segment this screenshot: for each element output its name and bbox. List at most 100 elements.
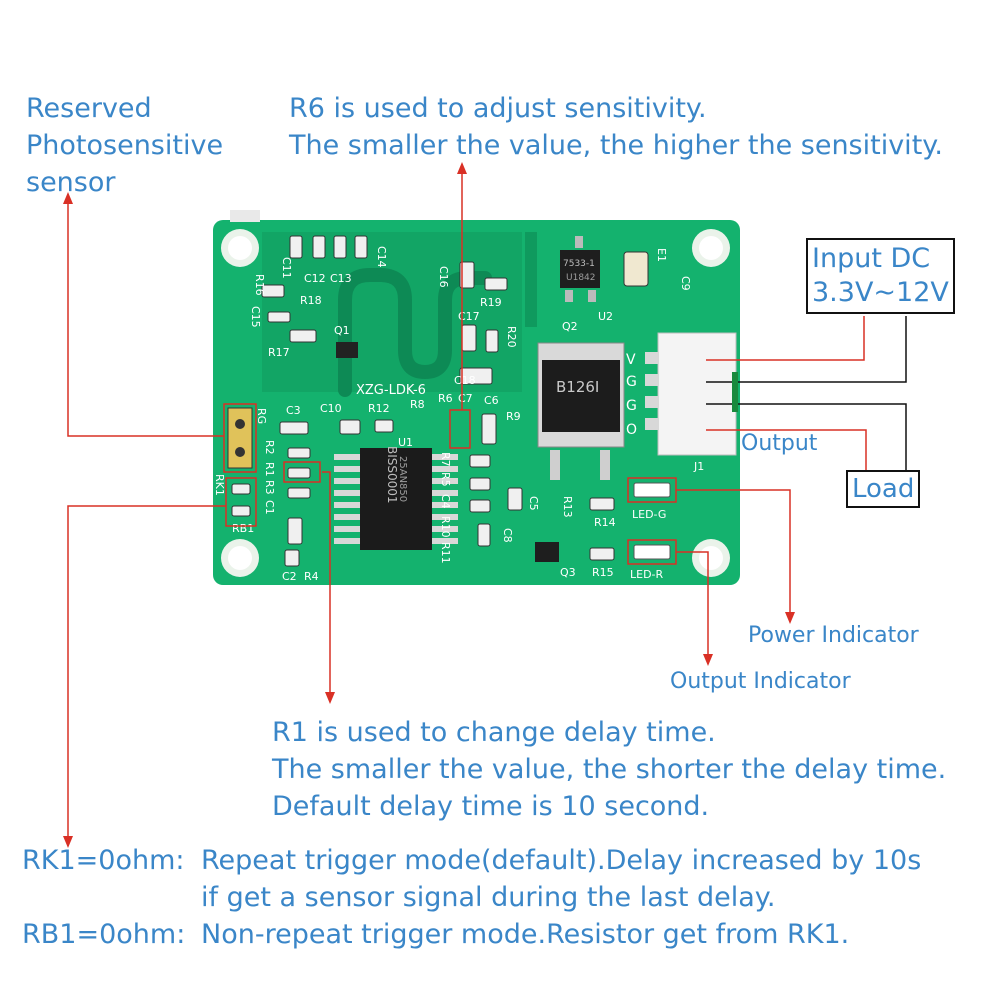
silk-r15: R15 — [592, 566, 614, 579]
label-r1: R1 is used to change delay time. The sma… — [272, 714, 946, 825]
silk-r12: R12 — [368, 402, 390, 415]
silk-c10: C10 — [320, 402, 342, 415]
q3-transistor — [535, 542, 559, 562]
silk-r18: R18 — [300, 294, 322, 307]
silk-pin-o: O — [626, 422, 637, 438]
silk-pin-v: V — [626, 352, 636, 368]
label-load: Load — [846, 470, 921, 508]
label-input-dc: Input DC 3.3V~12V — [806, 238, 955, 314]
silk-led-g: LED-G — [632, 508, 666, 521]
silk-pin-g2: G — [626, 398, 637, 414]
label-rb1-desc: Non-repeat trigger mode.Resistor get fro… — [201, 919, 850, 950]
pointer-arrowheads — [63, 162, 795, 848]
silk-r8: R8 — [410, 398, 425, 411]
wire-ground-load — [706, 403, 907, 470]
silk-j1: J1 — [693, 460, 704, 473]
pointer-power — [676, 489, 791, 616]
pcb-top-edge — [230, 210, 260, 222]
mounting-holes — [221, 229, 730, 577]
label-r6-line-1: R6 is used to adjust sensitivity. — [289, 93, 707, 124]
e1-capacitor — [623, 251, 649, 287]
silk-r10: R10 — [439, 516, 452, 538]
silk-c5: C5 — [527, 496, 540, 511]
pointer-output-led — [676, 551, 709, 658]
silk-r16: R16 — [253, 274, 266, 296]
pcb-trace — [525, 232, 537, 327]
silk-r11: R11 — [439, 542, 452, 564]
silk-c15: C15 — [249, 306, 262, 328]
silk-rb1: RB1 — [232, 522, 254, 535]
rg-header — [227, 407, 253, 469]
label-rk1-desc-line-1: Repeat trigger mode(default).Delay incre… — [201, 845, 922, 876]
pointer-vin — [706, 316, 865, 361]
highlight-r1 — [283, 461, 321, 483]
silk-r6: R6 — [438, 392, 453, 405]
silk-c2: C2 — [282, 570, 297, 583]
silk-q3: Q3 — [560, 566, 576, 579]
highlight-rg — [223, 403, 257, 473]
silk-e1: E1 — [655, 248, 668, 262]
silk-r19: R19 — [480, 296, 502, 309]
silk-q2: Q2 — [562, 320, 578, 333]
silk-r9: R9 — [506, 410, 521, 423]
label-output: Output — [741, 431, 818, 456]
led-g-component — [633, 482, 671, 498]
silk-r7: R7 — [439, 452, 452, 467]
label-r6: R6 is used to adjust sensitivity. The sm… — [289, 90, 943, 164]
label-rk1-desc: Repeat trigger mode(default).Delay incre… — [201, 842, 921, 916]
silk-r2: R2 — [263, 440, 276, 455]
highlight-r6 — [449, 409, 471, 449]
silk-c11: C11 — [280, 257, 293, 279]
silk-pin-g1: G — [626, 374, 637, 390]
label-reserved-sensor-line-1: Reserved — [26, 93, 152, 124]
label-rk1-desc-line-2: if get a sensor signal during the last d… — [201, 882, 776, 913]
silk-c18: C18 — [454, 374, 476, 387]
silk-c12: C12 — [304, 272, 326, 285]
silk-c8: C8 — [501, 528, 514, 543]
label-output-indicator: Output Indicator — [670, 669, 851, 694]
silk-rk1: RK1 — [213, 474, 226, 496]
label-power-indicator: Power Indicator — [748, 623, 919, 648]
j1-connector — [645, 332, 737, 456]
silk-c1: C1 — [263, 500, 276, 515]
antenna-area — [262, 232, 522, 392]
pointer-output — [706, 429, 867, 470]
led-r-component — [633, 544, 671, 560]
silk-c17: C17 — [458, 310, 480, 323]
silk-model: XZG-LDK-6 — [356, 383, 426, 398]
smd-components-top — [231, 235, 615, 567]
silk-c9: C9 — [679, 276, 692, 291]
q2-transistor — [537, 342, 625, 480]
label-rb1-key: RB1=0ohm: — [22, 919, 186, 950]
label-r6-line-2: The smaller the value, the higher the se… — [289, 130, 943, 161]
label-input-dc-line-2: 3.3V~12V — [812, 277, 949, 308]
pointer-r1 — [322, 471, 331, 696]
silk-r20: R20 — [505, 326, 518, 348]
silk-c6: C6 — [484, 394, 499, 407]
silkscreen-labels: C11 C12 C13 C14 C16 R16 R18 C15 Q1 R17 R… — [213, 246, 704, 583]
u2-regulator — [560, 236, 600, 302]
pointer-rk1 — [67, 505, 226, 840]
label-reserved-sensor-line-2: Photosensitive — [26, 130, 224, 161]
silk-c7: C7 — [458, 392, 473, 405]
silk-led-r: LED-R — [630, 568, 664, 581]
silk-r4: R4 — [304, 570, 319, 583]
silk-r3: R3 — [263, 480, 276, 495]
pointer-lines — [67, 168, 867, 840]
chip-u1-marking-1: BISS0001 — [385, 446, 399, 504]
silk-q1: Q1 — [334, 324, 350, 337]
silk-r5: R5 — [439, 472, 452, 487]
silk-u2: U2 — [598, 310, 613, 323]
wire-clip — [732, 372, 738, 412]
silk-r17: R17 — [268, 346, 290, 359]
silk-c4: C4 — [439, 494, 452, 509]
wire-ground — [706, 316, 907, 383]
highlight-rk1 — [225, 477, 257, 527]
u1-chip — [334, 448, 458, 550]
label-r1-line-1: R1 is used to change delay time. — [272, 717, 716, 748]
chip-u2-marking-1: 7533-1 — [563, 259, 595, 269]
chip-u2-marking-2: U1842 — [566, 273, 596, 283]
chip-q2-marking: B126I — [556, 378, 599, 396]
